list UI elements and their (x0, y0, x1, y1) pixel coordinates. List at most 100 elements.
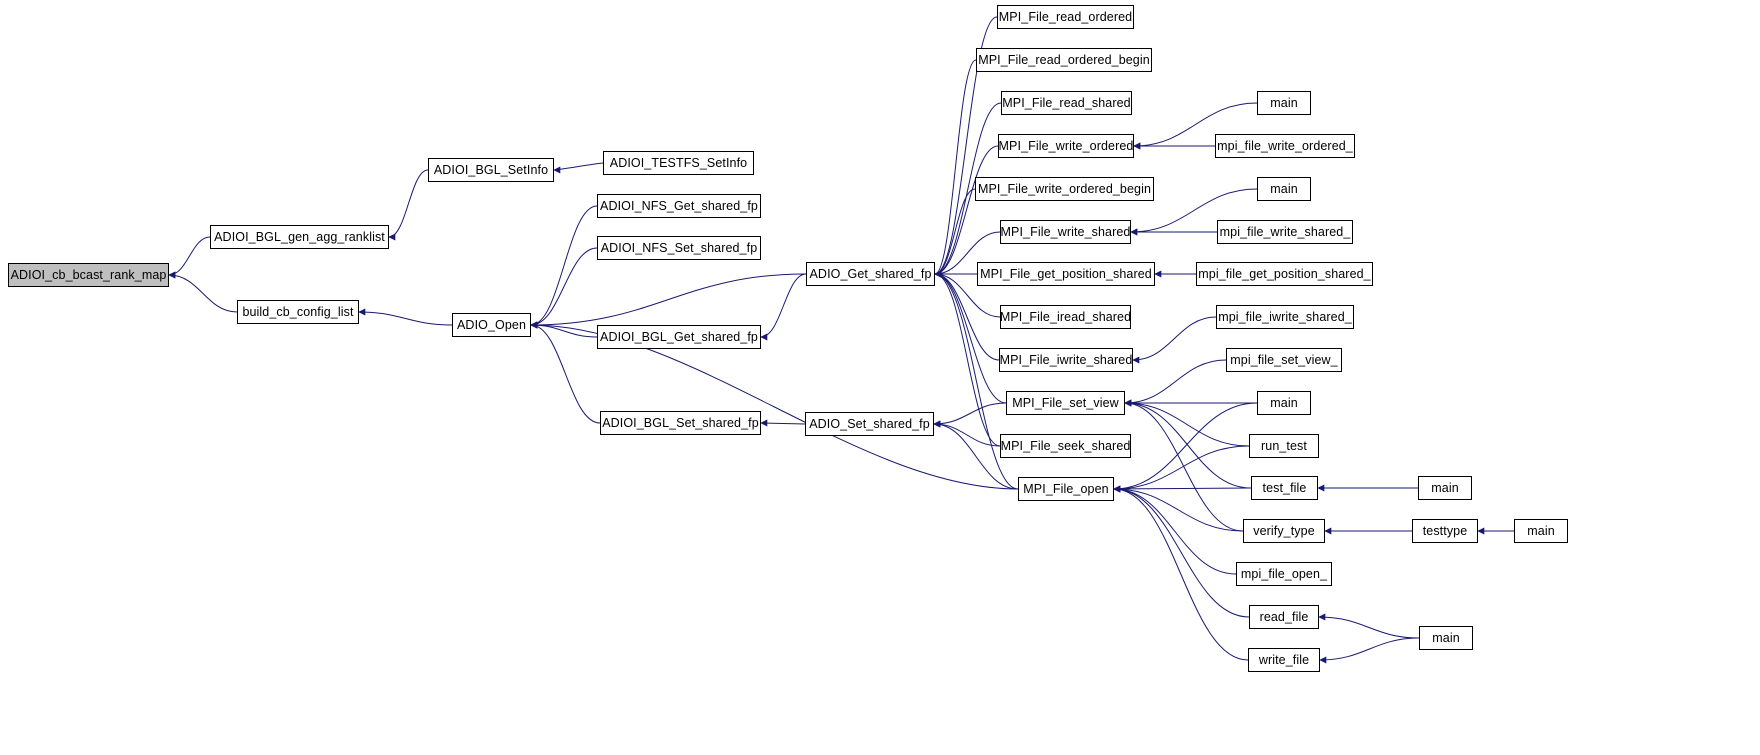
graph-edge-adio_set_shared_fp-to-adioi_bgl_set_shared_fp (760, 419, 806, 427)
graph-edge-adioi_bgl_set_shared_fp-to-adio_open (530, 321, 601, 424)
graph-edge-main_f-to-write_file (1319, 637, 1420, 664)
graph-node-label: main (1270, 95, 1298, 110)
graph-edge-mpi_file_iwrite_shared-to-adio_get_shared_fp (934, 270, 1000, 361)
graph-edge-mpi_file_write_ordered-to-adio_get_shared_fp (934, 145, 999, 278)
graph-node-label: MPI_File_iread_shared (999, 309, 1132, 324)
graph-node-mpi_file_iread_shared[interactable]: MPI_File_iread_shared (1000, 305, 1131, 329)
graph-node-label: main (1431, 480, 1459, 495)
graph-node-main_e[interactable]: main (1514, 519, 1568, 543)
graph-node-label: MPI_File_seek_shared (1000, 438, 1131, 453)
graph-node-mpi_file_write_shared[interactable]: MPI_File_write_shared (1000, 220, 1131, 244)
graph-node-mpi_file_get_position_shared_[interactable]: mpi_file_get_position_shared_ (1196, 262, 1373, 286)
graph-node-test_file[interactable]: test_file (1251, 476, 1318, 500)
graph-node-label: ADIO_Get_shared_fp (809, 266, 932, 281)
graph-edge-adio_get_shared_fp-to-adioi_bgl_get_shared_fp (760, 273, 807, 341)
graph-edge-mpi_file_open_-to-mpi_file_open (1113, 485, 1237, 575)
graph-node-mpi_file_write_shared_[interactable]: mpi_file_write_shared_ (1217, 220, 1353, 244)
graph-node-adio_set_shared_fp[interactable]: ADIO_Set_shared_fp (805, 412, 934, 436)
graph-edge-test_file-to-mpi_file_open (1113, 485, 1252, 493)
graph-node-label: read_file (1259, 609, 1309, 624)
graph-node-label: MPI_File_write_shared (1000, 224, 1131, 239)
graph-node-adioi_nfs_set_shared_fp[interactable]: ADIOI_NFS_Set_shared_fp (597, 236, 761, 260)
graph-edge-adioi_nfs_set_shared_fp-to-adio_open (530, 247, 598, 329)
graph-node-main_f[interactable]: main (1419, 626, 1473, 650)
graph-node-build_cb_config_list[interactable]: build_cb_config_list (237, 300, 359, 324)
graph-node-main_b[interactable]: main (1257, 177, 1311, 201)
graph-node-label: mpi_file_write_ordered_ (1217, 138, 1353, 153)
graph-edge-adio_get_shared_fp-to-adio_open (530, 273, 807, 329)
graph-node-label: MPI_File_read_ordered (998, 9, 1133, 24)
graph-node-adio_open[interactable]: ADIO_Open (452, 313, 531, 337)
graph-edge-adioi_nfs_get_shared_fp-to-adio_open (530, 205, 598, 329)
graph-node-testtype[interactable]: testtype (1412, 519, 1478, 543)
graph-node-label: MPI_File_read_shared (1002, 95, 1131, 110)
graph-node-mpi_file_read_shared[interactable]: MPI_File_read_shared (1001, 91, 1132, 115)
graph-node-mpi_file_seek_shared[interactable]: MPI_File_seek_shared (1000, 434, 1131, 458)
graph-node-label: write_file (1258, 652, 1310, 667)
graph-node-mpi_file_get_position_shared[interactable]: MPI_File_get_position_shared (977, 262, 1155, 286)
graph-node-label: MPI_File_iwrite_shared (999, 352, 1133, 367)
graph-node-label: mpi_file_iwrite_shared_ (1218, 309, 1352, 324)
graph-edge-mpi_file_write_ordered_begin-to-adio_get_shared_fp (934, 188, 976, 278)
graph-node-mpi_file_open_[interactable]: mpi_file_open_ (1236, 562, 1332, 586)
graph-edge-mpi_file_read_ordered_begin-to-adio_get_shared_fp (934, 59, 977, 278)
graph-node-label: ADIOI_BGL_gen_agg_ranklist (214, 229, 385, 244)
graph-node-main_c[interactable]: main (1257, 391, 1311, 415)
graph-node-mpi_file_iwrite_shared[interactable]: MPI_File_iwrite_shared (999, 348, 1133, 372)
graph-node-label: verify_type (1253, 523, 1315, 538)
graph-node-label: MPI_File_get_position_shared (980, 266, 1152, 281)
graph-node-main_d[interactable]: main (1418, 476, 1472, 500)
graph-node-read_file[interactable]: read_file (1249, 605, 1319, 629)
graph-edge-adioi_bgl_get_shared_fp-to-adio_open (530, 321, 598, 338)
graph-node-mpi_file_set_view_[interactable]: mpi_file_set_view_ (1226, 348, 1342, 372)
graph-edge-mpi_file_set_view-to-adio_set_shared_fp (933, 402, 1007, 428)
graph-node-adioi_bgl_get_shared_fp[interactable]: ADIOI_BGL_Get_shared_fp (597, 325, 761, 349)
graph-node-adioi_bgl_set_shared_fp[interactable]: ADIOI_BGL_Set_shared_fp (600, 411, 761, 435)
graph-node-label: mpi_file_write_shared_ (1219, 224, 1351, 239)
graph-node-label: ADIOI_NFS_Get_shared_fp (600, 198, 758, 213)
graph-node-adioi_testfs_setinfo[interactable]: ADIOI_TESTFS_SetInfo (603, 151, 754, 175)
graph-node-mpi_file_write_ordered[interactable]: MPI_File_write_ordered (998, 134, 1134, 158)
graph-node-adio_get_shared_fp[interactable]: ADIO_Get_shared_fp (806, 262, 935, 286)
graph-node-mpi_file_read_ordered_begin[interactable]: MPI_File_read_ordered_begin (976, 48, 1152, 72)
graph-node-label: ADIOI_TESTFS_SetInfo (609, 155, 748, 170)
graph-node-adioi_cb_bcast_rank_map[interactable]: ADIOI_cb_bcast_rank_map (8, 263, 169, 287)
graph-node-mpi_file_read_ordered[interactable]: MPI_File_read_ordered (997, 5, 1134, 29)
graph-node-mpi_file_write_ordered_begin[interactable]: MPI_File_write_ordered_begin (975, 177, 1154, 201)
graph-edge-mpi_file_set_view_-to-mpi_file_set_view (1124, 359, 1227, 407)
graph-node-label: build_cb_config_list (242, 304, 354, 319)
graph-edge-write_file-to-mpi_file_open (1113, 485, 1249, 661)
graph-node-mpi_file_set_view[interactable]: MPI_File_set_view (1006, 391, 1125, 415)
graph-node-adioi_bgl_gen_agg_ranklist[interactable]: ADIOI_BGL_gen_agg_ranklist (210, 225, 389, 249)
graph-edge-adio_open-to-build_cb_config_list (358, 308, 453, 326)
graph-edge-read_file-to-mpi_file_open (1113, 485, 1250, 618)
graph-node-label: testtype (1422, 523, 1468, 538)
graph-node-write_file[interactable]: write_file (1248, 648, 1320, 672)
graph-node-adioi_nfs_get_shared_fp[interactable]: ADIOI_NFS_Get_shared_fp (597, 194, 761, 218)
graph-node-label: run_test (1261, 438, 1307, 453)
graph-node-label: ADIOI_BGL_SetInfo (433, 162, 549, 177)
graph-node-label: MPI_File_open (1023, 481, 1109, 496)
graph-node-label: ADIOI_BGL_Set_shared_fp (602, 415, 759, 430)
graph-node-label: main (1270, 395, 1298, 410)
graph-node-label: mpi_file_set_view_ (1230, 352, 1338, 367)
graph-edge-mpi_file_set_view-to-adio_get_shared_fp (934, 270, 1007, 404)
graph-node-verify_type[interactable]: verify_type (1243, 519, 1325, 543)
graph-node-label: ADIO_Set_shared_fp (809, 416, 930, 431)
graph-node-label: mpi_file_get_position_shared_ (1198, 266, 1371, 281)
graph-node-mpi_file_iwrite_shared_[interactable]: mpi_file_iwrite_shared_ (1216, 305, 1354, 329)
graph-node-mpi_file_write_ordered_[interactable]: mpi_file_write_ordered_ (1215, 134, 1355, 158)
graph-node-label: main (1270, 181, 1298, 196)
graph-edge-adioi_testfs_setinfo-to-adioi_bgl_setinfo (553, 162, 604, 174)
graph-node-mpi_file_open[interactable]: MPI_File_open (1018, 477, 1114, 501)
graph-edge-verify_type-to-mpi_file_set_view (1124, 399, 1244, 532)
graph-node-label: ADIOI_NFS_Set_shared_fp (600, 240, 758, 255)
graph-node-label: MPI_File_read_ordered_begin (978, 52, 1150, 67)
graph-node-adioi_bgl_setinfo[interactable]: ADIOI_BGL_SetInfo (428, 158, 554, 182)
graph-node-main_a[interactable]: main (1257, 91, 1311, 115)
graph-node-label: MPI_File_set_view (1012, 395, 1119, 410)
graph-edge-mpi_file_seek_shared-to-adio_get_shared_fp (934, 270, 1001, 447)
graph-node-run_test[interactable]: run_test (1249, 434, 1319, 458)
